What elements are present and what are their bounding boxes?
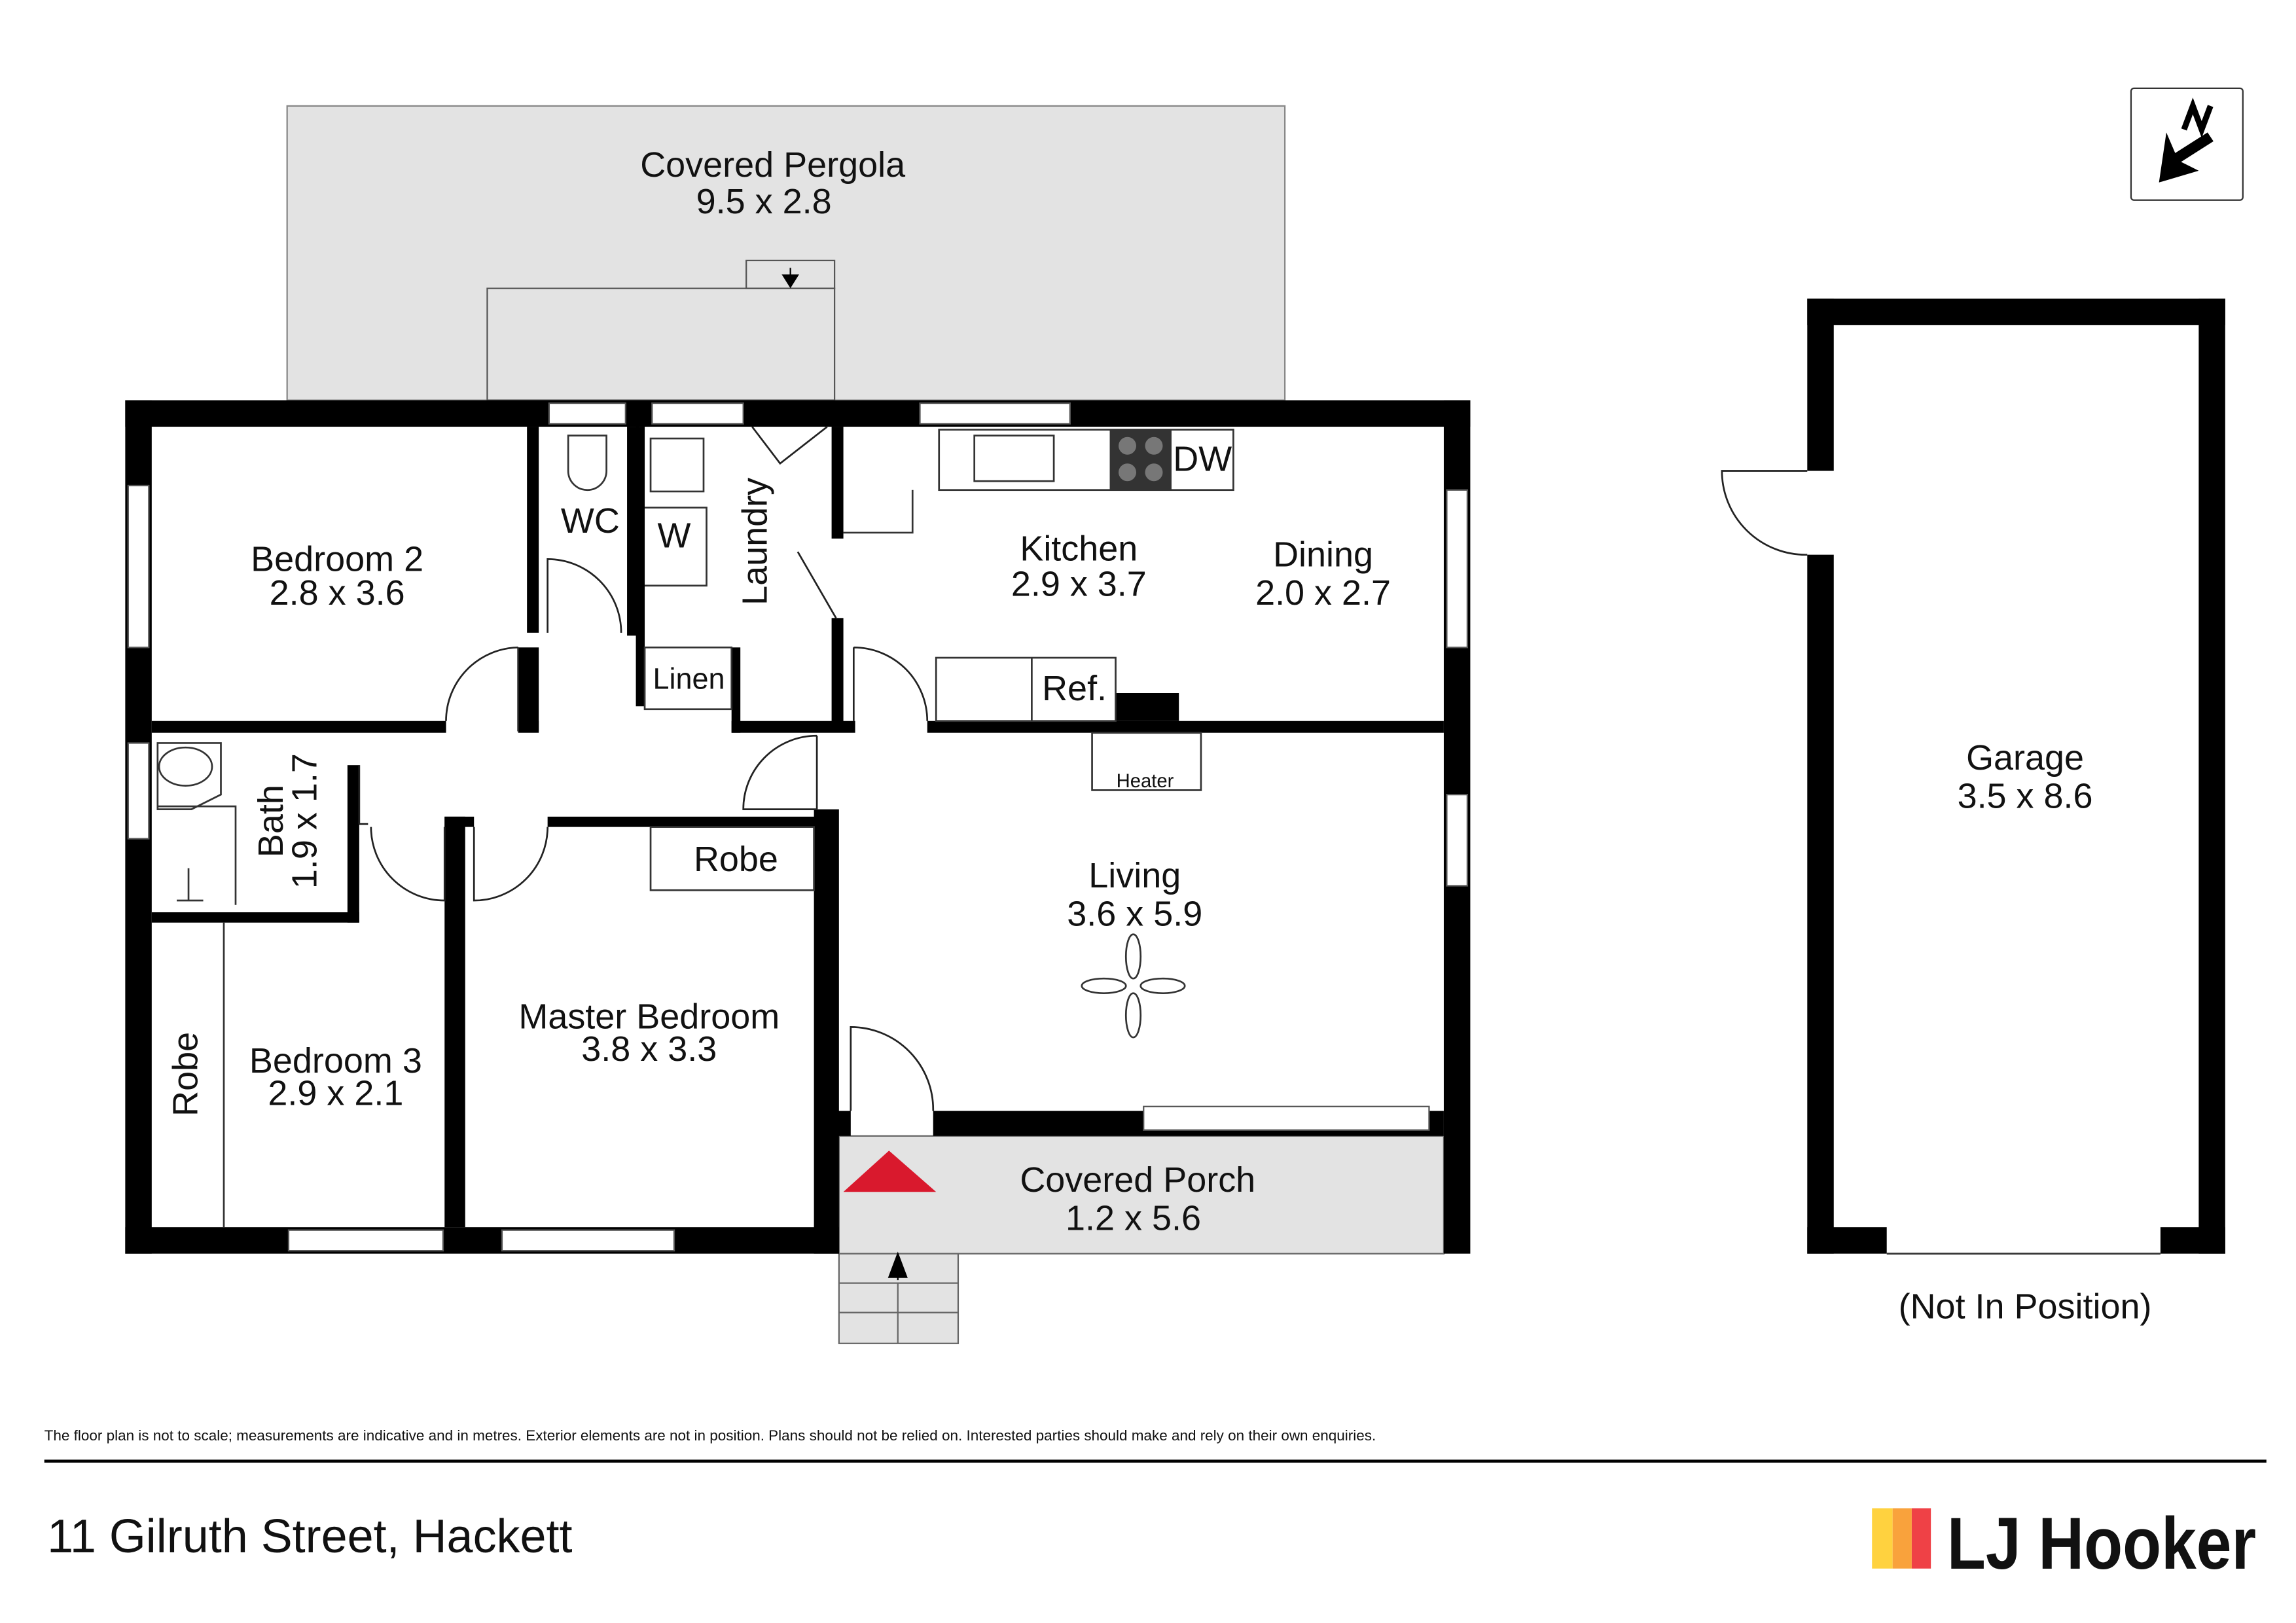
master-dims: 3.8 x 3.3	[581, 1029, 717, 1069]
bedroom2-name: Bedroom 2	[251, 539, 423, 579]
basin-icon	[158, 746, 213, 787]
bath-dims: 1.9 x 1.7	[285, 753, 325, 889]
pergola-dims: 9.5 x 2.8	[696, 182, 832, 221]
steps-arrow-icon	[888, 1251, 908, 1281]
garage-name: Garage	[1966, 738, 2084, 777]
laundry-label: Laundry	[736, 478, 775, 605]
master-name: Master Bedroom	[518, 997, 780, 1037]
wc-label: WC	[561, 501, 620, 541]
ceiling-fan-icon	[1081, 933, 1186, 1039]
doors	[358, 425, 935, 1111]
heater-label: Heater	[1117, 771, 1174, 792]
garage-note: (Not In Position)	[1899, 1287, 2152, 1327]
dining-dims: 2.0 x 2.7	[1255, 573, 1391, 613]
bath-name: Bath	[251, 785, 291, 857]
address: 11 Gilruth Street, Hackett	[47, 1510, 572, 1563]
laundry-tub-icon	[649, 437, 705, 493]
porch-dims: 1.2 x 5.6	[1066, 1199, 1201, 1238]
robe-bed3-label: Robe	[166, 1032, 206, 1116]
brand-name: LJ Hooker	[1947, 1502, 2256, 1584]
garage: Garage 3.5 x 8.6 (Not In Position)	[1721, 298, 2225, 1327]
kitchen-name: Kitchen	[1020, 529, 1138, 569]
covered-porch: Covered Porch 1.2 x 5.6	[838, 1135, 1445, 1344]
garage-dims: 3.5 x 8.6	[1958, 776, 2093, 815]
bedroom3-dims: 2.9 x 2.1	[268, 1074, 403, 1113]
fixtures	[156, 429, 1234, 1228]
bedroom2-dims: 2.8 x 3.6	[270, 573, 405, 613]
pergola-name: Covered Pergola	[640, 145, 905, 185]
living-name: Living	[1088, 856, 1181, 895]
north-arrow-icon	[2130, 87, 2244, 201]
toilet-icon	[567, 435, 607, 491]
ref-label: Ref.	[1042, 669, 1107, 708]
robe-master-label: Robe	[694, 840, 778, 879]
living-dims: 3.6 x 5.9	[1067, 894, 1202, 933]
disclaimer: The floor plan is not to scale; measurem…	[45, 1427, 1376, 1444]
dw-label: DW	[1173, 439, 1232, 478]
w-label: W	[658, 516, 691, 555]
lj-hooker-logo: LJ Hooker	[1872, 1502, 2256, 1584]
dining-name: Dining	[1273, 535, 1373, 575]
linen-label: Linen	[653, 662, 725, 695]
bedroom3-name: Bedroom 3	[249, 1041, 422, 1080]
cooktop-icon	[1109, 429, 1172, 490]
covered-pergola: Covered Pergola 9.5 x 2.8	[286, 105, 1286, 401]
windows	[127, 402, 1469, 1252]
kitchen-dims: 2.9 x 3.7	[1011, 565, 1147, 604]
porch-name: Covered Porch	[1020, 1160, 1255, 1200]
footer-divider	[44, 1459, 2267, 1463]
entry-marker-icon	[843, 1150, 937, 1192]
room-labels: Bedroom 2 2.8 x 3.6 WC W Laundry Linen K…	[166, 439, 1391, 1116]
sink-icon	[973, 435, 1055, 482]
